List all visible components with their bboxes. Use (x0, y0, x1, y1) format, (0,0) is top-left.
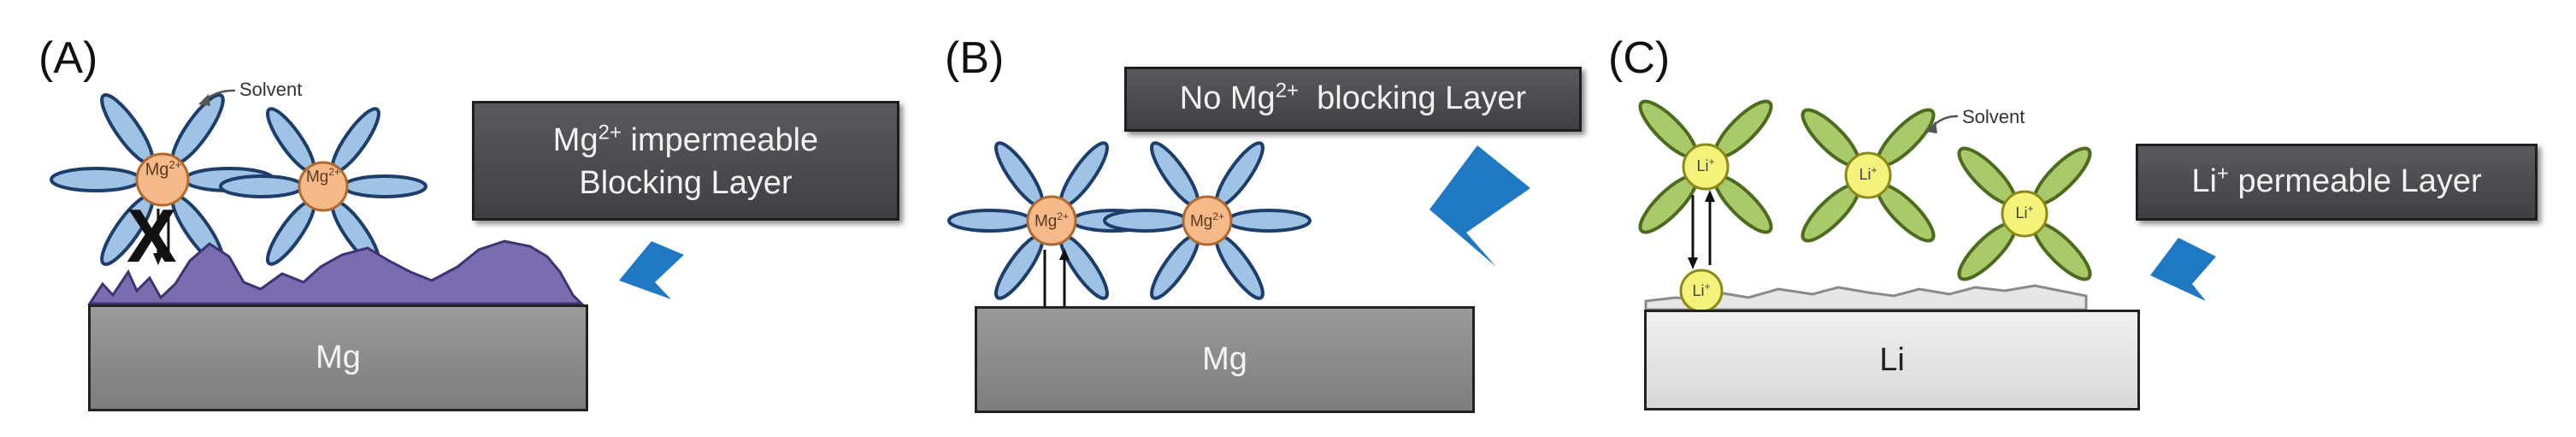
callout-box: Li+ permeable Layer (2136, 144, 2538, 221)
solvated-li-ion-icon (1957, 146, 2092, 281)
solvent-label: Solvent (239, 79, 303, 100)
panel-c-graphics (1638, 99, 2216, 313)
solvated-mg-ion-icon (1103, 141, 1312, 300)
panel-a: (A) Sol (0, 0, 899, 437)
ion-label: Mg2+ (1034, 210, 1070, 231)
ion-label: Li+ (1696, 156, 1715, 174)
panel-b: (B) Mg2+ Mg2+ No Mg2+ (940, 0, 1624, 437)
substrate-slab: Mg (88, 304, 588, 411)
blue-arrow-icon (2150, 238, 2216, 301)
ion-label: Li+ (1692, 281, 1711, 299)
solvated-mg-ion-icon (219, 107, 427, 266)
solvated-li-ion-icon (1801, 108, 1936, 243)
substrate-slab: Mg (975, 306, 1475, 413)
ion-label: Mg2+ (1189, 210, 1225, 231)
callout-box: Mg2+ impermeable Blocking Layer (472, 101, 899, 221)
blue-arrow-icon (1429, 145, 1530, 267)
callout-box: No Mg2+ blocking Layer (1124, 67, 1582, 132)
ion-label: Li+ (1859, 164, 1877, 183)
blocked-mark: X (127, 193, 177, 278)
panel-b-graphics (947, 141, 1530, 332)
permeable-layer (1644, 284, 2088, 311)
blue-arrow-icon (619, 241, 684, 299)
ion-label: Mg2+ (305, 166, 341, 186)
blocking-layer (87, 239, 585, 305)
solvated-li-ion-icon (1638, 99, 1773, 234)
panel-label: (A) (38, 33, 98, 83)
panel-c: (C) (1607, 0, 2576, 437)
panel-label: (C) (1608, 33, 1671, 83)
substrate-slab: Li (1644, 310, 2140, 410)
solvent-label: Solvent (1962, 106, 2025, 127)
ion-label: Mg2+ (144, 158, 182, 180)
panel-a-graphics (50, 89, 684, 305)
ion-label: Li+ (2015, 203, 2034, 221)
panel-label: (B) (945, 33, 1005, 83)
